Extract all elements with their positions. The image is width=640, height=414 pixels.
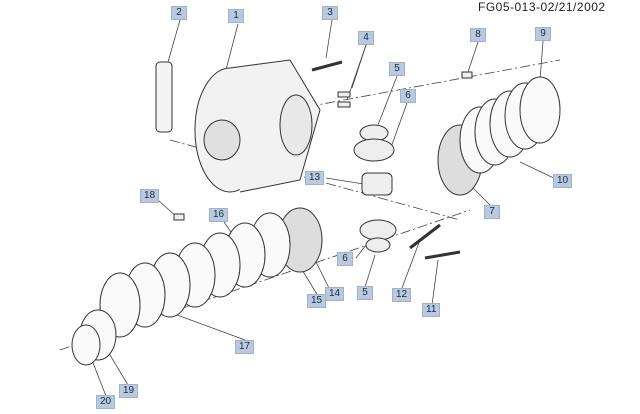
pinion-shaft-part	[155, 61, 173, 133]
callout-13: 13	[305, 171, 325, 185]
clip-part	[173, 213, 185, 221]
callout-2: 2	[171, 6, 187, 20]
callout-16: 16	[209, 208, 229, 222]
callout-8: 8	[470, 28, 486, 42]
spring-part	[409, 223, 441, 250]
callout-20: 20	[96, 395, 116, 409]
callout-9: 9	[535, 27, 551, 41]
cross-pin-part	[311, 60, 343, 72]
callout-14: 14	[325, 287, 345, 301]
callout-1: 1	[228, 9, 244, 23]
callout-7: 7	[484, 205, 500, 219]
reference-code: FG05-013-02/21/2002	[478, 0, 606, 14]
right-clutch-pack-part	[437, 76, 561, 196]
callout-3: 3	[322, 6, 338, 20]
callout-12: 12	[392, 288, 412, 302]
pin-part	[424, 250, 461, 260]
callout-19: 19	[119, 384, 139, 398]
left-clutch-pack-part	[71, 207, 323, 366]
callout-5-bottom: 5	[357, 286, 373, 300]
callout-4: 4	[358, 31, 374, 45]
callout-18: 18	[140, 189, 160, 203]
callout-6-top: 6	[400, 89, 416, 103]
callout-5-top: 5	[389, 62, 405, 76]
callout-15: 15	[307, 294, 327, 308]
side-gear-top-part	[353, 124, 395, 162]
differential-case-part	[194, 59, 321, 193]
callout-6-bottom: 6	[337, 252, 353, 266]
thrust-block-part	[361, 172, 393, 196]
bolts-part	[337, 91, 351, 108]
callout-11: 11	[422, 303, 441, 317]
callout-10: 10	[553, 174, 573, 188]
key-part	[461, 71, 473, 79]
side-gear-bottom-part	[359, 219, 397, 253]
callout-17: 17	[235, 340, 255, 354]
